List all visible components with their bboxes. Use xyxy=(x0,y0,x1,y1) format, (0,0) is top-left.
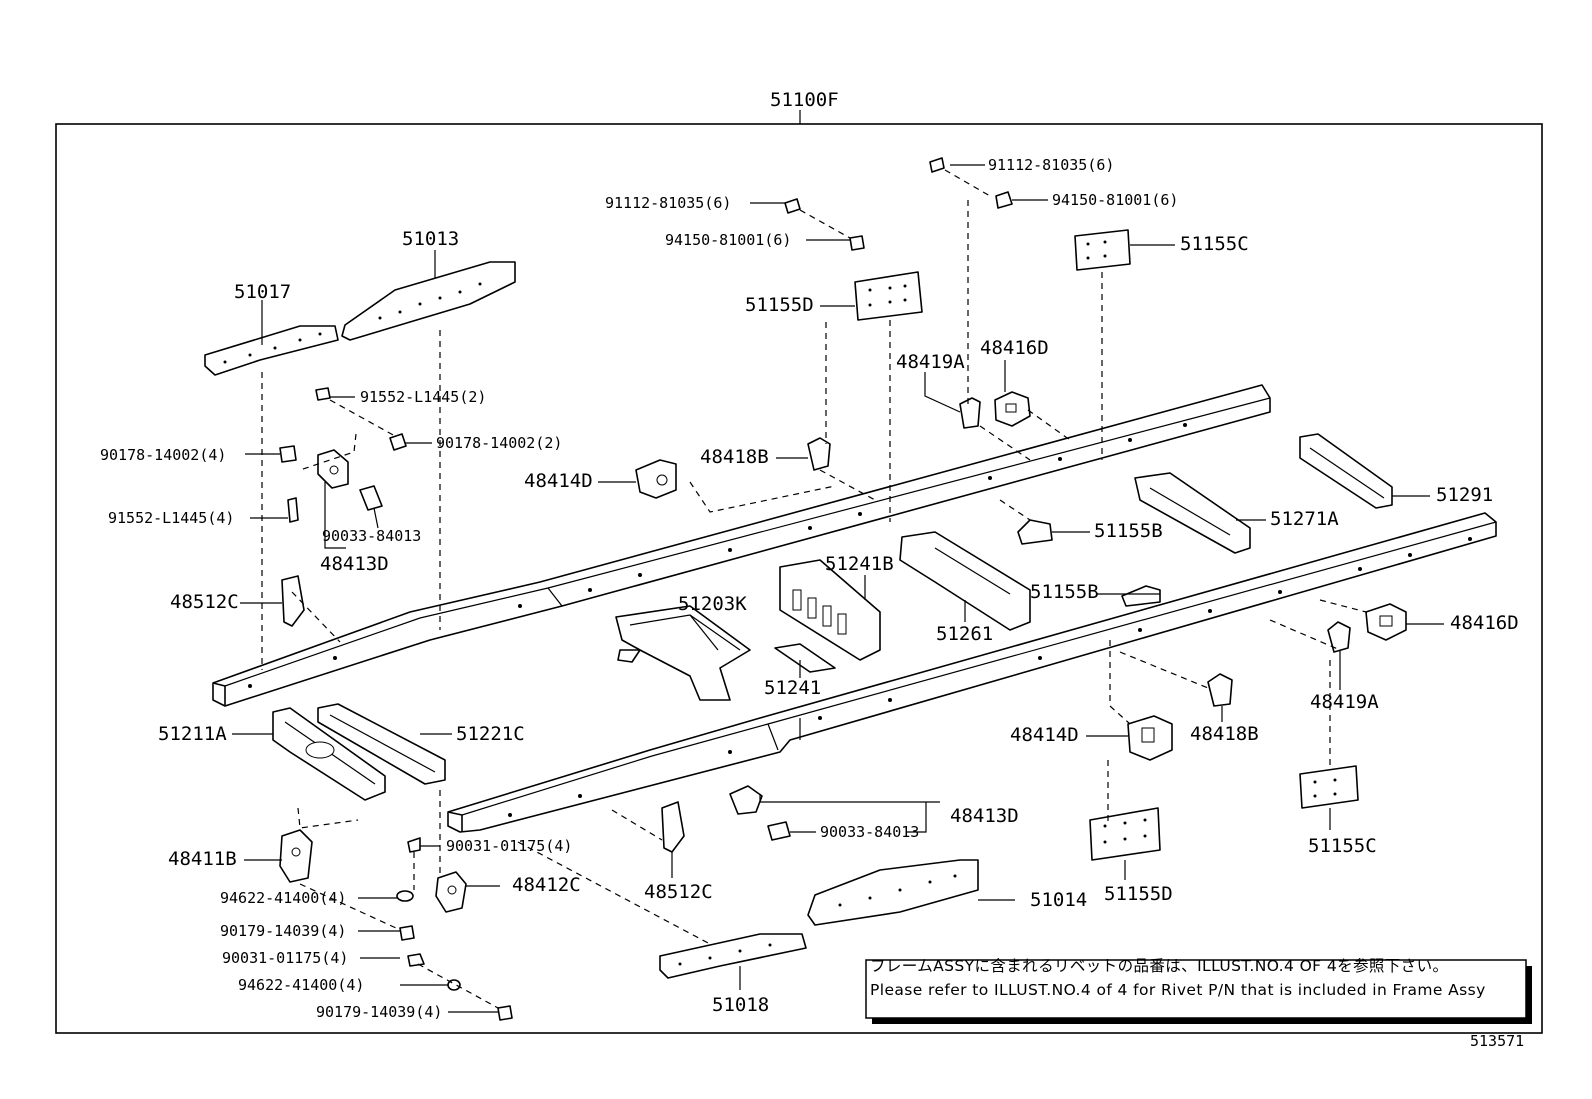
bracket-48412c xyxy=(435,871,467,913)
label-51203k: 51203K xyxy=(678,593,747,615)
label-51211a: 51211A xyxy=(158,723,227,745)
bracket-48419a-top xyxy=(959,397,981,429)
bracket-48512c-bottom xyxy=(661,801,685,853)
label-51241: 51241 xyxy=(764,677,821,699)
bracket-48418b-top xyxy=(807,437,831,471)
rivet-note-ja: フレームASSYに含まれるリベットの品番は、ILLUST.NO.4 OF 4を参… xyxy=(870,957,1449,975)
diagram-border xyxy=(55,123,1543,1034)
label-51013: 51013 xyxy=(402,228,459,250)
assembly-label: 51100F xyxy=(770,89,839,111)
label-94150-mid: 94150-81001(6) xyxy=(665,231,791,249)
label-51155c-bottom: 51155C xyxy=(1308,835,1377,857)
label-90178-4: 90178-14002(4) xyxy=(100,446,226,464)
label-48413d-top: 48413D xyxy=(320,553,389,575)
label-91112-top: 91112-81035(6) xyxy=(988,156,1114,174)
label-51271a: 51271A xyxy=(1270,508,1339,530)
plate-51018 xyxy=(659,933,807,979)
fasteners xyxy=(279,157,1013,1021)
label-48416d-top: 48416D xyxy=(980,337,1049,359)
mount-48416d-right xyxy=(1365,603,1407,641)
collar-90033-bottom xyxy=(767,821,791,841)
illustration-code: 513571 xyxy=(1470,1032,1525,1050)
label-48414d-top: 48414D xyxy=(524,470,593,492)
label-48412c: 48412C xyxy=(512,874,581,896)
bracket-51155b-top xyxy=(1017,519,1053,545)
label-90031-b: 90031-01175(4) xyxy=(222,949,348,967)
part-labels: 51013 51017 91552-L1445(2) 90178-14002(4… xyxy=(100,156,1519,1021)
label-90033-bottom: 90033-84013 xyxy=(820,823,919,841)
label-48411b: 48411B xyxy=(168,848,237,870)
crossmember-51211a xyxy=(272,707,386,801)
label-51241b: 51241B xyxy=(825,553,894,575)
label-90178-2: 90178-14002(2) xyxy=(436,434,562,452)
label-91552-4: 91552-L1445(4) xyxy=(108,509,234,527)
label-48419a-right: 48419A xyxy=(1310,691,1379,713)
label-90179-b: 90179-14039(4) xyxy=(316,1003,442,1021)
mount-48414d-top xyxy=(635,459,677,499)
label-51155b-top: 51155B xyxy=(1094,520,1163,542)
plate-51014 xyxy=(807,859,979,926)
label-48413d-bottom: 48413D xyxy=(950,805,1019,827)
label-48416d-right: 48416D xyxy=(1450,612,1519,634)
crossmember-51203k xyxy=(615,605,751,701)
bracket-48419a-right xyxy=(1327,621,1351,653)
plate-51241 xyxy=(774,643,836,673)
label-91552-2: 91552-L1445(2) xyxy=(360,388,486,406)
crossmember-51271a xyxy=(1134,472,1251,554)
label-51291: 51291 xyxy=(1436,484,1493,506)
label-90179-a: 90179-14039(4) xyxy=(220,922,346,940)
crossmember-51221c xyxy=(317,703,446,785)
label-90033-top: 90033-84013 xyxy=(322,527,421,545)
label-51155c-top: 51155C xyxy=(1180,233,1249,255)
rivet-note: フレームASSYに含まれるリベットの品番は、ILLUST.NO.4 OF 4を参… xyxy=(870,954,1510,1002)
label-51155d-top: 51155D xyxy=(745,294,814,316)
label-94150-top: 94150-81001(6) xyxy=(1052,191,1178,209)
guide-lines xyxy=(261,169,1367,1009)
label-51014: 51014 xyxy=(1030,889,1087,911)
label-51221c: 51221C xyxy=(456,723,525,745)
leader-lines xyxy=(232,164,1444,1013)
plate-51017 xyxy=(204,325,339,376)
note-box xyxy=(865,959,1527,1019)
crossmember-51241b xyxy=(779,559,881,661)
label-48418b-top: 48418B xyxy=(700,446,769,468)
plate-51013 xyxy=(341,261,516,341)
label-51155b-mid: 51155B xyxy=(1030,581,1099,603)
bracket-48411b xyxy=(279,829,313,883)
left-frame-rail xyxy=(212,384,1271,707)
rivet-note-en: Please refer to ILLUST.NO.4 of 4 for Riv… xyxy=(870,981,1486,999)
collar-90033-top xyxy=(359,485,383,511)
mount-48414d-right xyxy=(1127,715,1173,761)
label-91112-mid: 91112-81035(6) xyxy=(605,194,731,212)
bracket-48512c-top xyxy=(281,575,305,627)
bracket-48418b-right xyxy=(1207,673,1233,707)
plate-51155c-bottom xyxy=(1299,765,1359,809)
label-90031-a: 90031-01175(4) xyxy=(446,837,572,855)
label-48414d-right: 48414D xyxy=(1010,724,1079,746)
label-51261: 51261 xyxy=(936,623,993,645)
plate-51155d-bottom xyxy=(1089,807,1161,861)
mount-48416d-top xyxy=(994,391,1031,427)
bracket-48413d-top xyxy=(317,449,349,489)
label-48418b-right: 48418B xyxy=(1190,723,1259,745)
plate-51155d-top xyxy=(854,271,923,321)
label-48419a-top: 48419A xyxy=(896,351,965,373)
bracket-48413d-bottom xyxy=(729,785,763,815)
label-51155d-bottom: 51155D xyxy=(1104,883,1173,905)
label-48512c-bottom: 48512C xyxy=(644,881,713,903)
plate-51155c-top xyxy=(1074,229,1131,271)
crossmember-51291 xyxy=(1299,433,1393,509)
right-frame-rail xyxy=(447,512,1497,833)
label-51017: 51017 xyxy=(234,281,291,303)
label-48512c-top: 48512C xyxy=(170,591,239,613)
label-51018: 51018 xyxy=(712,994,769,1016)
crossmember-51261 xyxy=(899,531,1031,631)
label-94622-a: 94622-41400(4) xyxy=(220,889,346,907)
label-94622-b: 94622-41400(4) xyxy=(238,976,364,994)
bracket-51155b-mid xyxy=(1121,585,1161,607)
